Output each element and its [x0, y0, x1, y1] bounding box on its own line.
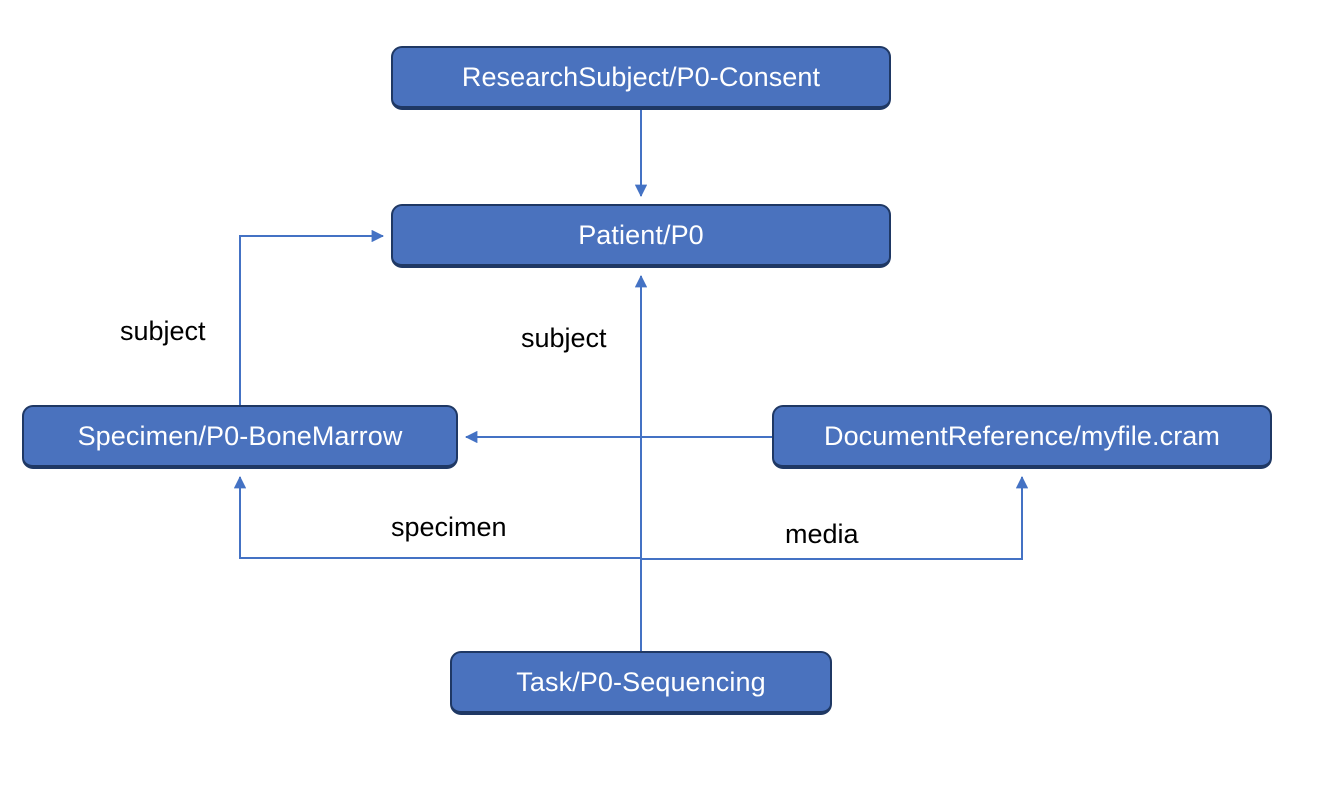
edge-label-specimen: specimen — [391, 512, 507, 542]
edge-label-subject-left: subject — [120, 316, 206, 346]
node-document-reference-label: DocumentReference/myfile.cram — [823, 420, 1221, 451]
edge-task-to-specimen — [233, 476, 641, 559]
node-specimen-label: Specimen/P0-BoneMarrow — [77, 420, 403, 451]
node-specimen[interactable]: Specimen/P0-BoneMarrow — [22, 405, 458, 469]
node-document-reference[interactable]: DocumentReference/myfile.cram — [772, 405, 1272, 469]
edge-specimen-to-patient — [239, 229, 384, 405]
edge-task-to-document-reference — [641, 476, 1029, 560]
node-research-subject-label: ResearchSubject/P0-Consent — [461, 61, 821, 92]
node-research-subject[interactable]: ResearchSubject/P0-Consent — [391, 46, 891, 110]
edge-label-subject-center: subject — [521, 323, 607, 353]
node-task-label: Task/P0-Sequencing — [516, 666, 766, 697]
node-task[interactable]: Task/P0-Sequencing — [450, 651, 832, 715]
node-patient[interactable]: Patient/P0 — [391, 204, 891, 268]
node-patient-label: Patient/P0 — [578, 219, 704, 250]
edge-label-media: media — [785, 519, 859, 549]
